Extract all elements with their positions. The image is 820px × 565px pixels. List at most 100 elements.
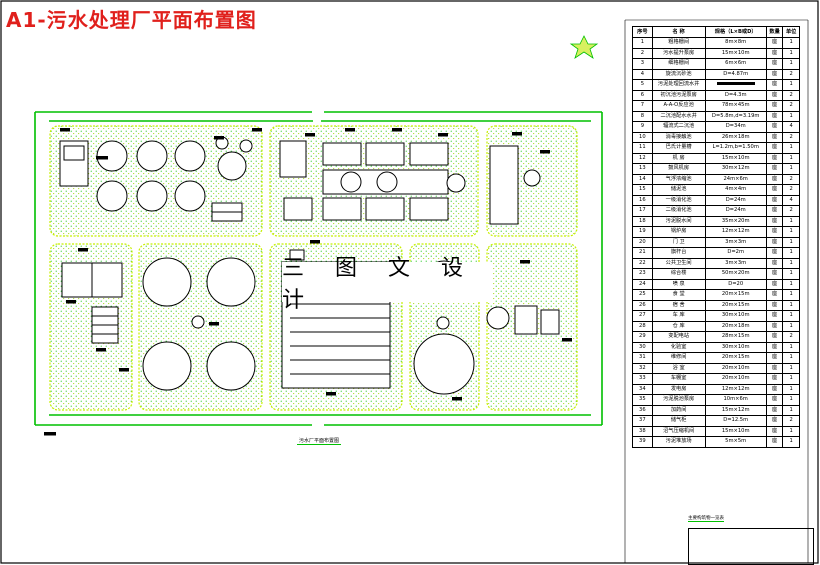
- cell-no: 12: [632, 152, 653, 164]
- cell-spec: D=20: [704, 278, 767, 290]
- cell-name: 仓 库: [651, 320, 706, 332]
- cell-qty: 座: [765, 320, 784, 332]
- cell-unit: 2: [782, 184, 800, 196]
- cell-qty: 座: [765, 47, 784, 59]
- cell-no: 23: [632, 268, 653, 280]
- cell-qty: 座: [765, 142, 784, 154]
- col-header-qty: 数量: [765, 26, 784, 38]
- cell-no: 1: [632, 37, 653, 49]
- cell-spec: 15m×12m: [704, 404, 767, 416]
- sludge-building: [489, 145, 541, 225]
- cell-spec: 12m×12m: [704, 383, 767, 395]
- cell-spec: 26m×18m: [704, 131, 767, 143]
- cell-no: 5: [632, 79, 653, 91]
- cell-spec: D=24m: [704, 205, 767, 217]
- cell-spec: D=34m: [704, 121, 767, 133]
- cell-unit: 1: [782, 289, 800, 301]
- cell-no: 38: [632, 425, 653, 437]
- cell-unit: 1: [782, 79, 800, 91]
- cell-qty: 座: [765, 383, 784, 395]
- cell-no: 24: [632, 278, 653, 290]
- cell-unit: 2: [782, 100, 800, 112]
- cell-no: 21: [632, 247, 653, 259]
- cell-no: 36: [632, 404, 653, 416]
- cell-spec: 24m×6m: [704, 173, 767, 185]
- cell-spec: 30m×10m: [704, 310, 767, 322]
- cell-no: 18: [632, 215, 653, 227]
- cell-unit: 1: [782, 310, 800, 322]
- cell-name: 二级消化池: [651, 205, 706, 217]
- cell-qty: 座: [765, 89, 784, 101]
- cell-spec: 28m×15m: [704, 331, 767, 343]
- cell-unit: 1: [782, 257, 800, 269]
- cell-name: 储气柜: [651, 415, 706, 427]
- cell-unit: 1: [782, 152, 800, 164]
- cell-name: 喷 泉: [651, 278, 706, 290]
- cell-name: 细格栅间: [651, 58, 706, 70]
- cell-unit: 1: [782, 436, 800, 448]
- cell-unit: 2: [782, 331, 800, 343]
- cell-name: 鼓风机房: [651, 163, 706, 175]
- cell-spec: D=4.87m: [704, 68, 767, 80]
- cell-no: 17: [632, 205, 653, 217]
- cell-qty: 座: [765, 58, 784, 70]
- cell-unit: 1: [782, 425, 800, 437]
- cell-spec: 4m×4m: [704, 184, 767, 196]
- cell-spec: 50m×20m: [704, 268, 767, 280]
- cell-no: 3: [632, 58, 653, 70]
- cell-no: 22: [632, 257, 653, 269]
- cell-qty: 座: [765, 163, 784, 175]
- cell-qty: 座: [765, 100, 784, 112]
- north-arrow-icon: [569, 35, 599, 59]
- cell-spec: 15m×10m: [704, 152, 767, 164]
- cell-name: 沼气压缩机间: [651, 425, 706, 437]
- cell-qty: 座: [765, 68, 784, 80]
- cell-unit: 4: [782, 194, 800, 206]
- drawing-title: A1-污水处理厂平面布置图: [6, 8, 257, 32]
- cell-unit: 1: [782, 37, 800, 49]
- cell-qty: 座: [765, 79, 784, 91]
- cell-qty: 座: [765, 278, 784, 290]
- cell-unit: 1: [782, 373, 800, 385]
- cell-no: 16: [632, 194, 653, 206]
- cell-unit: 1: [782, 236, 800, 248]
- cell-name: 旋流沉砂池: [651, 68, 706, 80]
- cell-spec: 10m×6m: [704, 394, 767, 406]
- cell-qty: 座: [765, 236, 784, 248]
- cell-no: 11: [632, 142, 653, 154]
- cell-qty: 座: [765, 110, 784, 122]
- cell-no: 34: [632, 383, 653, 395]
- cell-spec: 6m×6m: [704, 58, 767, 70]
- cell-qty: 座: [765, 310, 784, 322]
- cell-name: 公共卫生间: [651, 257, 706, 269]
- cell-qty: 座: [765, 404, 784, 416]
- cell-unit: 1: [782, 47, 800, 59]
- cell-no: 13: [632, 163, 653, 175]
- cell-unit: 1: [782, 110, 800, 122]
- cell-qty: 座: [765, 184, 784, 196]
- watermark-text: 三 图 文 设 计: [282, 256, 492, 313]
- cell-unit: 2: [782, 205, 800, 217]
- cell-name: 一级消化池: [651, 194, 706, 206]
- cell-no: 25: [632, 289, 653, 301]
- cell-name: 浴 室: [651, 362, 706, 374]
- cell-qty: 座: [765, 226, 784, 238]
